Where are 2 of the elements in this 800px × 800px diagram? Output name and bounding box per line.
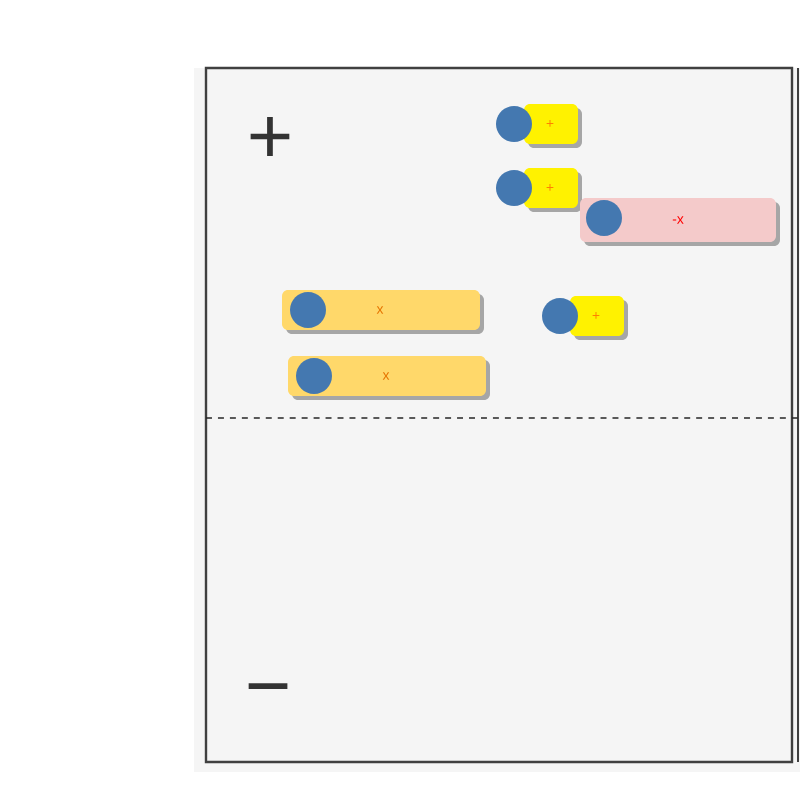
sign-label: + [250,117,290,156]
sign-label: − [248,683,288,690]
